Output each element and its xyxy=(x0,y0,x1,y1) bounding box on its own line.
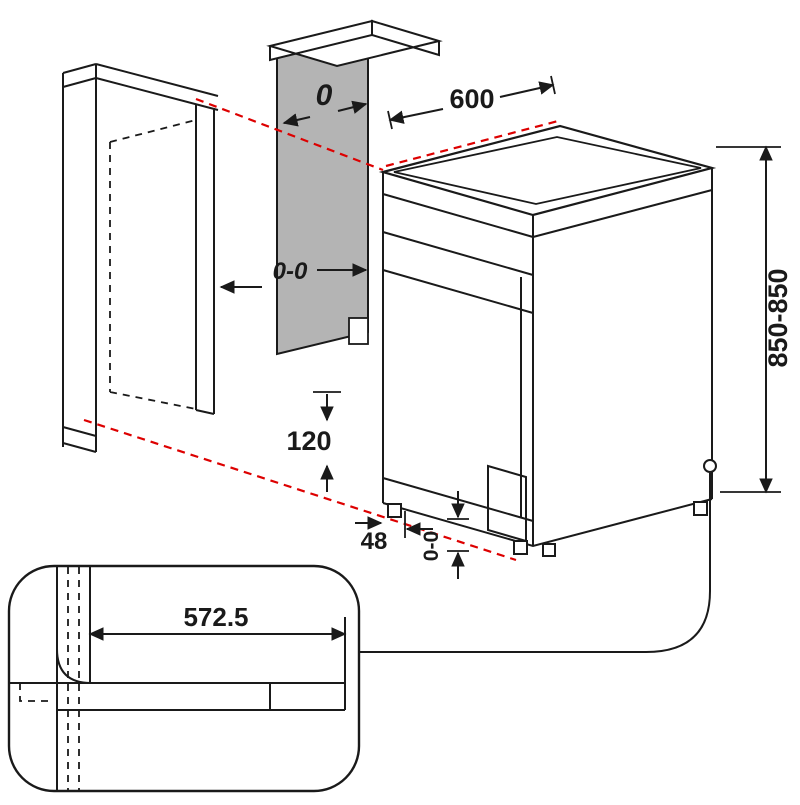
dim-plinth-height-label: 120 xyxy=(286,426,331,456)
dim-width-label: 600 xyxy=(449,84,494,114)
dishwasher-top-rim xyxy=(393,136,702,205)
alignment-dashed-lines xyxy=(83,97,563,562)
dishwasher-foot xyxy=(542,543,556,557)
dim-gap-label: 0-0 xyxy=(273,258,308,285)
dim-line xyxy=(282,113,311,127)
dim-ticks xyxy=(387,75,556,130)
dim-width: 600 xyxy=(387,75,556,130)
dim-plinth-height: 120 xyxy=(286,391,341,492)
dim-height: 850-850 xyxy=(716,145,793,494)
dishwasher-foot xyxy=(387,503,402,518)
cabinet-drawing xyxy=(62,63,219,453)
dim-plinth-recess: 48 xyxy=(355,511,433,555)
dim-feet-range: 0-0 xyxy=(420,491,469,579)
inset-hidden-lines xyxy=(19,567,80,790)
inset-solid-lines xyxy=(10,567,346,790)
dishwasher-foot xyxy=(693,501,708,516)
dishwasher-foot xyxy=(513,540,528,555)
dishwasher-body-lines xyxy=(382,168,713,548)
inset-border xyxy=(7,564,361,793)
inset-detail: 572.5 xyxy=(7,564,361,793)
callout-circle xyxy=(703,459,717,473)
dim-feet-range-label: 0-0 xyxy=(420,531,443,561)
counter-slab xyxy=(266,19,443,68)
dim-height-label: 850-850 xyxy=(763,268,793,367)
dim-niche-depth: 0 xyxy=(282,79,368,127)
dim-niche-depth-label: 0 xyxy=(316,79,333,112)
side-panel-notch xyxy=(348,317,369,345)
cabinet-hidden-edges xyxy=(109,119,197,410)
dim-gap: 0-0 xyxy=(219,258,368,294)
dim-line xyxy=(499,81,555,98)
dim-inset-width: 572.5 xyxy=(88,602,347,641)
dim-ticks xyxy=(447,518,469,552)
dim-plinth-recess-label: 48 xyxy=(361,528,388,555)
connector-line xyxy=(359,473,711,653)
dim-line xyxy=(388,108,444,124)
dim-line xyxy=(337,100,368,114)
cabinet-outline xyxy=(62,63,219,453)
dishwasher-drawing xyxy=(378,124,717,557)
dim-inset-width-label: 572.5 xyxy=(183,602,248,632)
